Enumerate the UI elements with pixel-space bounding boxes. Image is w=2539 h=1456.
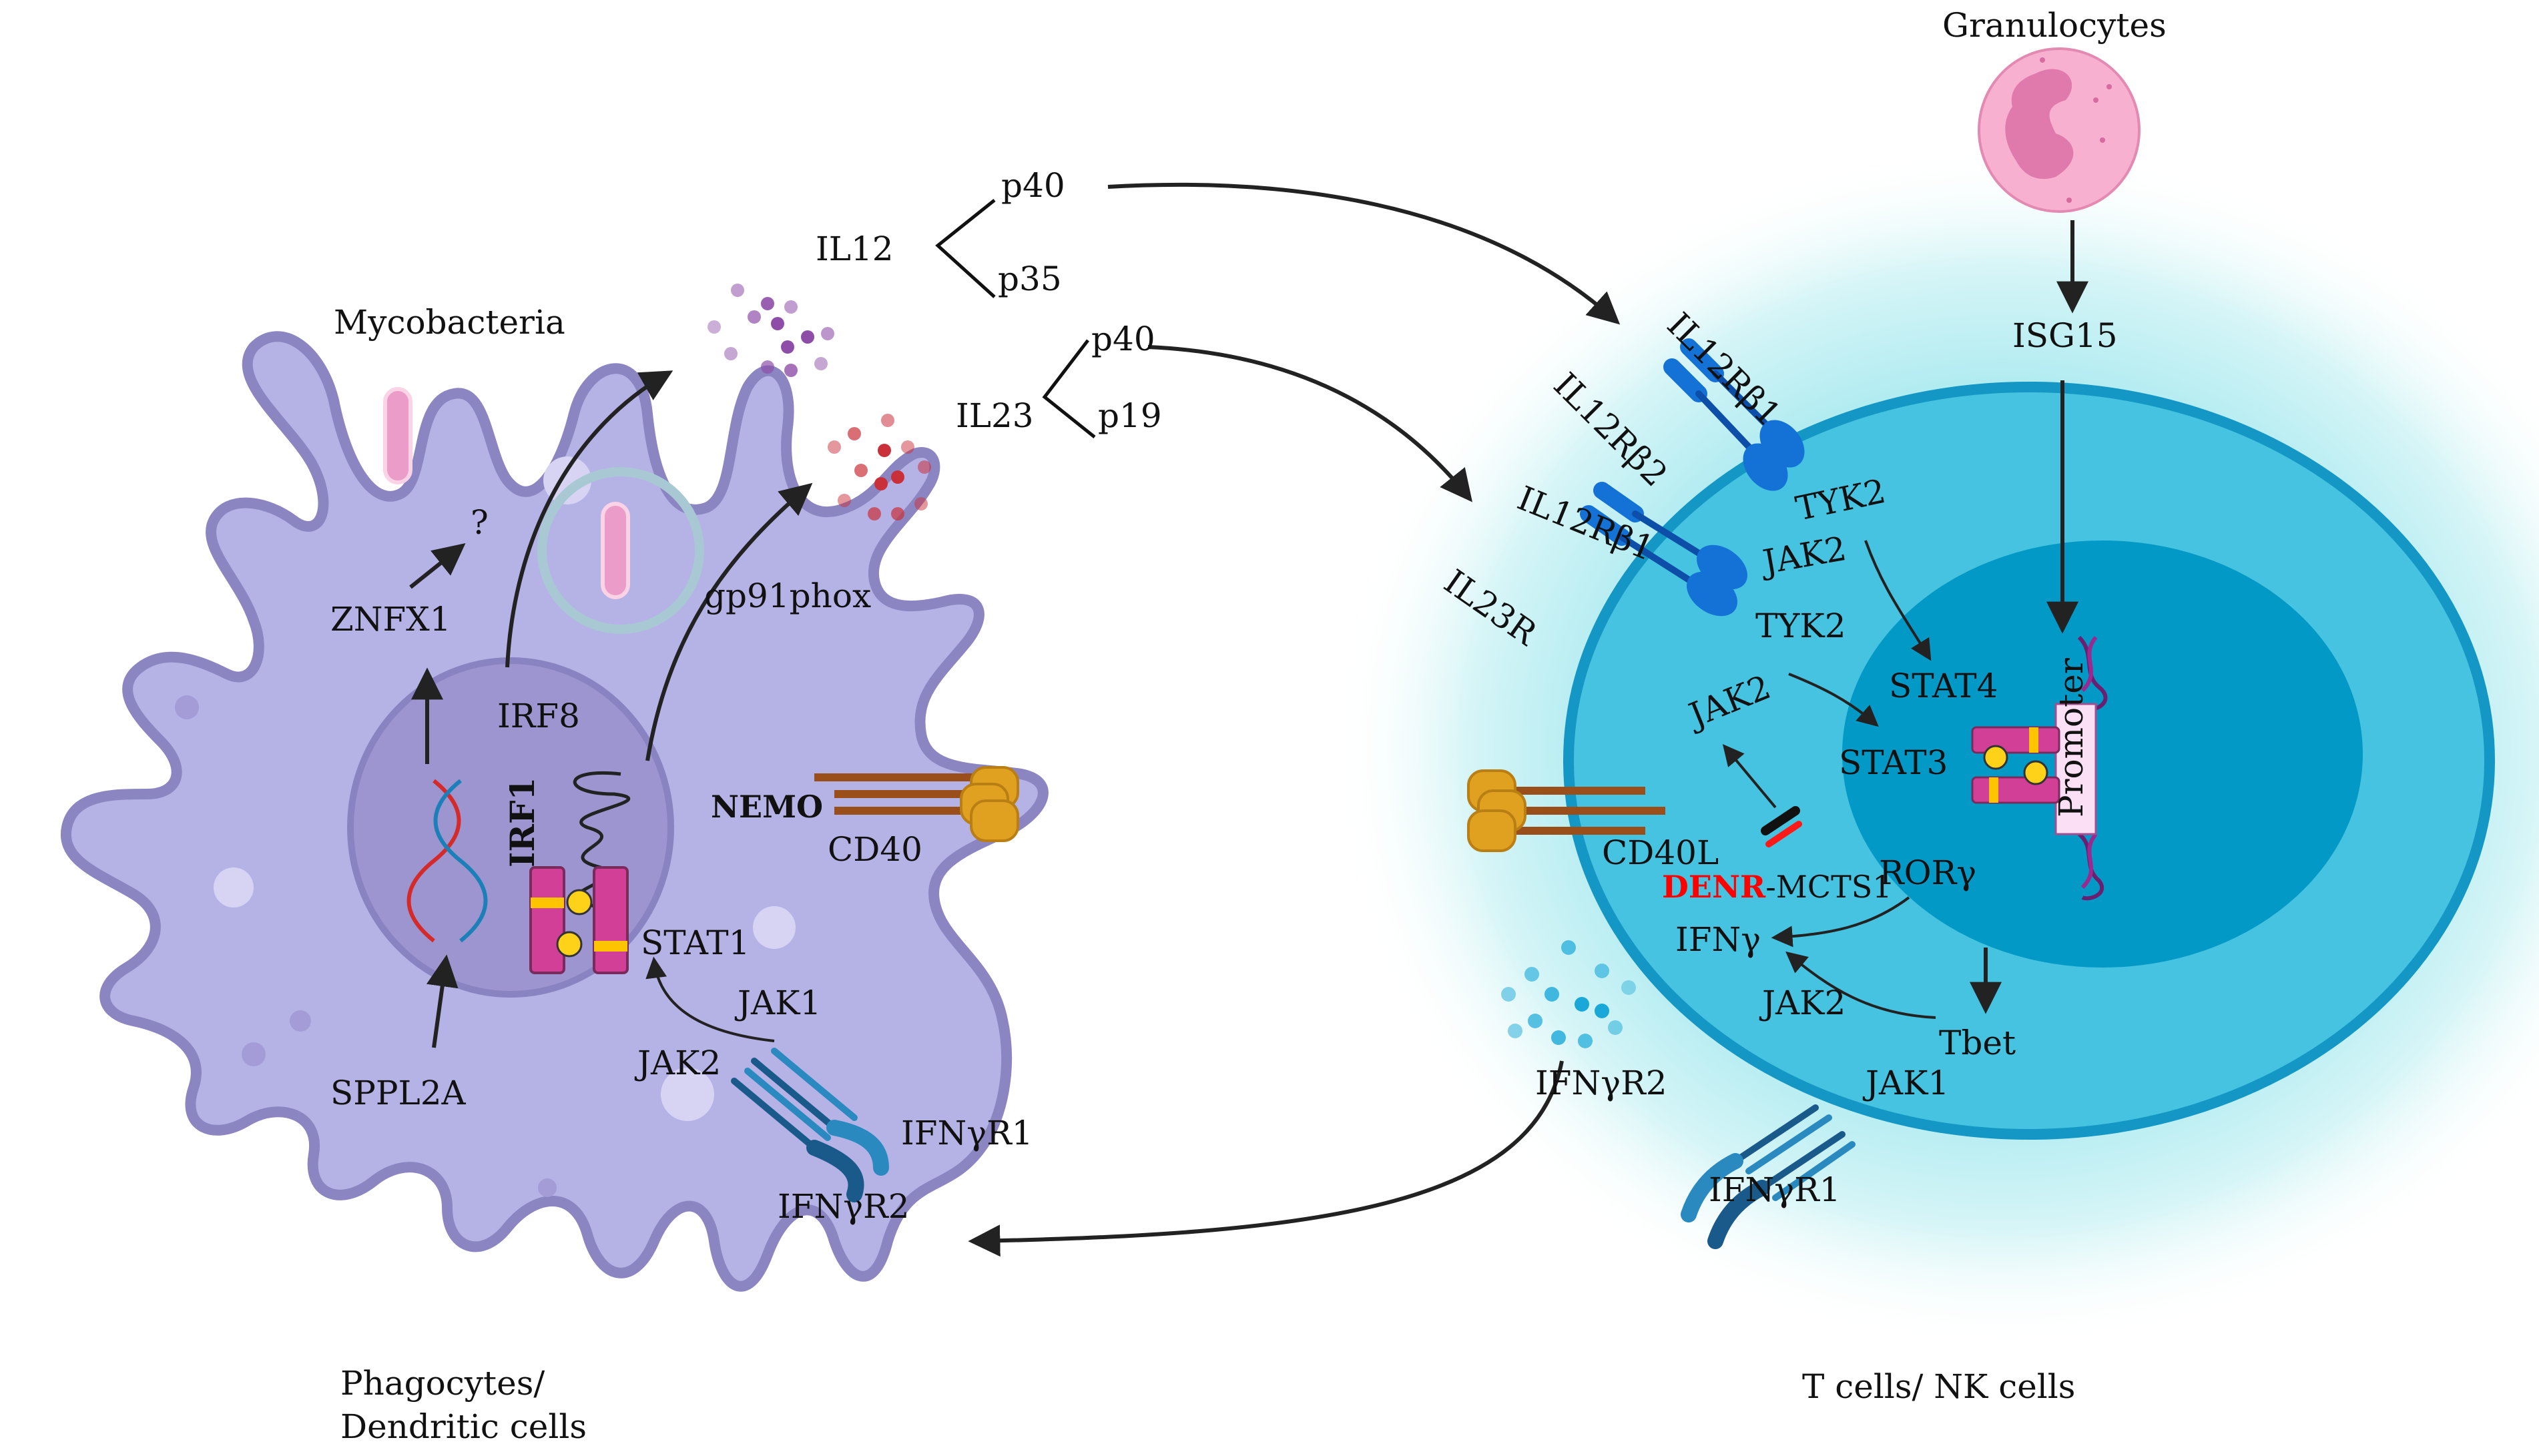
vesicle (753, 906, 796, 949)
label-il23: IL23 (956, 396, 1034, 435)
label-question: ? (471, 503, 489, 542)
il23-bracket (1042, 339, 1096, 438)
arrow-tbet-to-ifng (1785, 951, 1936, 1019)
arrow-il23-to-il23r (1147, 345, 1472, 502)
label-il23-p40: p40 (1091, 320, 1155, 358)
il23-dots-icon (828, 414, 931, 520)
cd40l-ligand-icon (1467, 769, 1665, 852)
arrow-jak-to-stat1 (645, 956, 775, 1042)
arrow-rorg-to-ifng (1771, 896, 1910, 948)
label-rorg: RORγ (1879, 853, 1976, 892)
label-nemo: NEMO (711, 789, 823, 825)
arrow-denr-to-jak2 (1722, 744, 1777, 809)
label-jak2-phagocyte: JAK2 (634, 1044, 721, 1082)
label-jak1-phagocyte: JAK1 (734, 984, 821, 1022)
label-granulocytes: Granulocytes (1942, 6, 2167, 45)
vesicle (661, 1068, 714, 1121)
phagosome (537, 467, 704, 634)
stat-dimer-promoter-icon (1971, 635, 2108, 901)
cd40-receptor-icon (814, 766, 1019, 842)
label-gp91phox: gp91phox (704, 577, 871, 615)
arrow-jak2-to-stat3 (1788, 673, 1879, 727)
caption-phagocyte-line1: Phagocytes/ (340, 1364, 545, 1403)
il12-dots-icon (708, 284, 834, 377)
il12r-upper-receptor-icon (1663, 338, 1805, 491)
label-ifng: IFNγ (1675, 920, 1761, 959)
label-stat1: STAT1 (641, 924, 750, 962)
arrow-to-il23 (645, 482, 813, 761)
label-ifngr1-tcell: IFNγR1 (1709, 1170, 1841, 1209)
label-znfx1: ZNFX1 (330, 600, 451, 639)
vesicle (290, 1010, 311, 1032)
il23r-receptor-icon (1580, 482, 1747, 617)
denr-mcts1-icon (1761, 806, 1802, 847)
label-irf8: IRF8 (497, 697, 580, 735)
label-denr-mcts1: DENR-MCTS1 (1662, 869, 1892, 905)
caption-phagocyte-line2: Dendritic cells (340, 1407, 587, 1446)
phagocyte (60, 331, 1049, 1292)
vesicle (214, 867, 254, 907)
vesicle (175, 695, 199, 719)
tcell-nucleus (1842, 540, 2363, 968)
label-il23-p19: p19 (1098, 396, 1162, 435)
label-stat4: STAT4 (1889, 667, 1998, 705)
il12-bracket (935, 199, 996, 298)
label-isg15: ISG15 (2012, 316, 2118, 355)
label-mcts1: -MCTS1 (1765, 869, 1892, 905)
label-irf1: IRF1 (503, 777, 542, 867)
label-stat3: STAT3 (1839, 743, 1948, 782)
label-tbet: Tbet (1939, 1024, 2016, 1062)
ifngr-phagocyte-icon (731, 1048, 889, 1202)
label-sppl2a: SPPL2A (330, 1074, 467, 1112)
label-il12-p35: p35 (998, 260, 1062, 298)
vesicle (538, 1178, 557, 1197)
ifngr-tcell-icon (1681, 1104, 1856, 1249)
label-ifngr2-tcell: IFNγR2 (1535, 1064, 1667, 1102)
label-cd40: CD40 (828, 830, 922, 869)
label-jak1-tcell: JAK1 (1862, 1064, 1949, 1102)
ifng-dots-icon (1501, 940, 1636, 1048)
arrow-to-il12 (505, 370, 673, 668)
dna-helix-icon (406, 779, 488, 943)
label-il12: IL12 (816, 230, 894, 268)
stat1-dimer-icon (529, 866, 629, 974)
label-ifngr2-phagocyte: IFNγR2 (778, 1187, 910, 1226)
label-mycobacteria: Mycobacteria (334, 303, 565, 342)
phagocyte-nucleus (347, 657, 674, 998)
label-denr: DENR (1662, 869, 1766, 905)
vesicle (242, 1042, 266, 1066)
arrow-sppl2a-up (426, 954, 459, 1048)
arrow-il12-to-il12r (1107, 182, 1621, 325)
arrow-ifng-to-phagocyte (968, 1060, 1564, 1257)
label-tyk2-bottom: TYK2 (1755, 607, 1846, 645)
mycobacterium-phagosome-icon (601, 502, 630, 599)
caption-tcell: T cells/ NK cells (1802, 1367, 2075, 1406)
label-jak2-bottom: JAK2 (1759, 984, 1846, 1022)
arrow-znfx1-question (409, 543, 466, 589)
granulocyte-cell-icon (1978, 47, 2141, 213)
tcell (1335, 147, 2539, 1348)
mycobacterium-surface-icon (383, 387, 412, 484)
label-il12-p40: p40 (1001, 166, 1065, 205)
promoter-box (2054, 703, 2097, 835)
label-promoter: Promoter (2052, 658, 2090, 817)
label-ifngr1-phagocyte: IFNγR1 (901, 1114, 1033, 1152)
arrow-tyk2-to-stat4 (1864, 540, 1932, 661)
label-cd40l: CD40L (1602, 833, 1719, 872)
arrows (409, 182, 2088, 1257)
